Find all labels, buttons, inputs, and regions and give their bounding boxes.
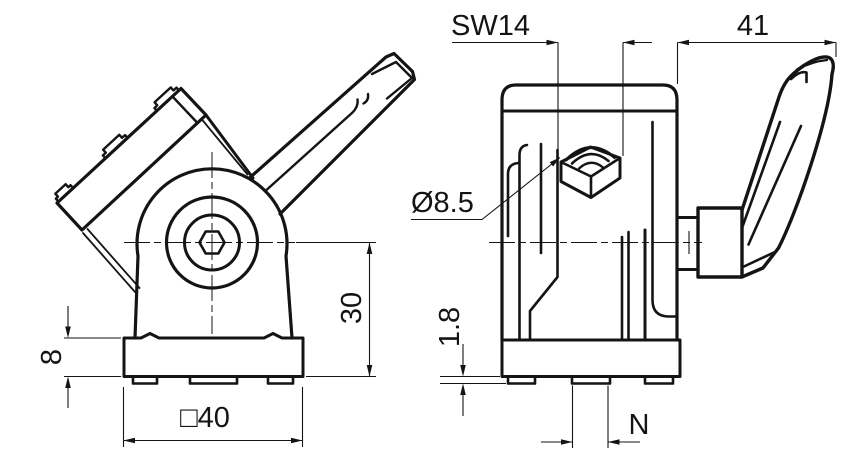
side-inner-edge-4	[620, 230, 630, 342]
jaw-edge-upper-right	[204, 113, 255, 180]
arrowhead	[123, 437, 135, 444]
side-base-plate	[500, 338, 682, 378]
lever-outline-front	[248, 51, 417, 216]
arrowhead	[460, 365, 466, 377]
arrowhead	[366, 365, 373, 377]
clamp-plate-tab-2	[101, 133, 129, 160]
lever-side-inner-1	[740, 120, 782, 230]
jaw-edge-lines-left	[82, 228, 141, 293]
side-inner-fillet-right	[651, 120, 679, 318]
lever-endcap-inner	[370, 60, 414, 100]
side-inner-edge-1	[518, 143, 529, 342]
clamp-plate-end-line	[171, 95, 199, 125]
side-inner-edge-3	[528, 148, 559, 342]
dim-label-base-square: □40	[180, 402, 230, 434]
lever-knob-inner	[795, 58, 829, 71]
dim-label-slot-width: N	[629, 409, 650, 441]
dim-base-square: □40	[122, 387, 304, 447]
jaw-edge-upper-right-inner	[200, 118, 249, 176]
dim-label-lever-length: 41	[737, 10, 769, 42]
arrowhead	[677, 39, 689, 46]
lever-hub-connector	[675, 216, 700, 271]
lever-knob-hook	[789, 70, 808, 84]
dim-pivot-height: 30	[296, 241, 376, 378]
front-view	[54, 51, 417, 385]
dim-label-pivot-height: 30	[336, 292, 368, 324]
dim-wrench-size: SW14	[451, 10, 652, 160]
lever-side-inner-3	[742, 250, 778, 268]
dimensions: 8 30 □40 SW14 41	[36, 10, 837, 448]
arrowhead	[623, 39, 635, 46]
dim-foot-height: 1.8	[434, 307, 506, 416]
lever-mid-line	[265, 98, 359, 191]
arrowhead	[460, 383, 466, 395]
dim-lever-length: 41	[676, 10, 837, 84]
front-base-feet	[131, 375, 295, 385]
arrowhead	[366, 242, 373, 254]
lever-hub-block	[696, 206, 744, 279]
arrowhead	[824, 39, 836, 46]
dim-base-height: 8	[36, 306, 121, 408]
arrowhead	[549, 157, 560, 167]
side-base-feet	[506, 375, 675, 385]
arrowhead	[546, 39, 558, 46]
side-view	[489, 55, 835, 385]
dome-washer-arc-mid	[570, 152, 610, 165]
side-inner-fillet-left	[506, 161, 520, 238]
clamp-plate-tab-3	[54, 183, 75, 203]
dim-label-hole-diameter: Ø8.5	[411, 187, 474, 219]
arrowhead	[608, 439, 620, 445]
front-base-plate	[122, 332, 305, 378]
arrowhead	[291, 437, 303, 444]
lever-side-inner-2	[747, 124, 803, 246]
dim-slot-width: N	[541, 385, 650, 448]
arrowhead	[65, 326, 71, 338]
arrowhead	[65, 376, 71, 388]
hex-nut-waist	[559, 156, 622, 199]
dim-label-foot-height: 1.8	[434, 307, 466, 347]
dome-washer-arc-inner	[577, 161, 605, 170]
dim-label-base-height: 8	[36, 349, 68, 365]
lever-mid-line-stub	[362, 92, 370, 105]
side-body-outline	[500, 83, 679, 342]
lever-outline-side	[740, 55, 835, 279]
dim-label-wrench-size: SW14	[451, 10, 530, 42]
dim-hole-diameter: Ø8.5	[411, 157, 561, 221]
arrowhead	[561, 439, 573, 445]
dome-washer-arc-outer	[564, 146, 616, 162]
clamp-plate-tab-1	[153, 86, 181, 113]
